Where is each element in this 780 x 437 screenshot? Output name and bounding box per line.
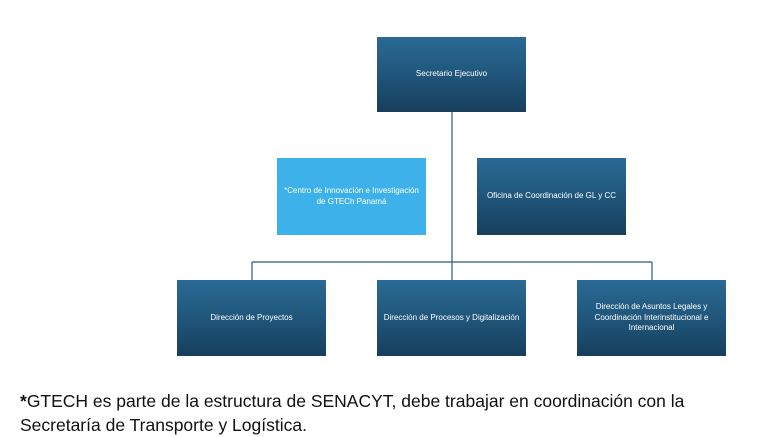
- node-direccion-asuntos-legales: Dirección de Asuntos Legales y Coordinac…: [577, 280, 726, 356]
- node-centro-innovacion-label: *Centro de Innovación e Investigación de…: [284, 185, 419, 206]
- node-direccion-procesos: Dirección de Procesos y Digitalización: [377, 280, 526, 356]
- node-secretario-ejecutivo: Secretario Ejecutivo: [377, 37, 526, 112]
- node-secretario-ejecutivo-label: Secretario Ejecutivo: [415, 69, 488, 79]
- node-direccion-procesos-label: Dirección de Procesos y Digitalización: [383, 312, 520, 322]
- node-direccion-proyectos-label: Dirección de Proyectos: [210, 312, 293, 322]
- node-oficina-coordinacion-label: Oficina de Coordinación de GL y CC: [486, 191, 617, 201]
- node-oficina-coordinacion: Oficina de Coordinación de GL y CC: [477, 158, 626, 235]
- node-centro-innovacion: *Centro de Innovación e Investigación de…: [277, 158, 426, 235]
- footnote-marker: *: [20, 391, 27, 411]
- node-direccion-proyectos: Dirección de Proyectos: [177, 280, 326, 356]
- footnote: *GTECH es parte de la estructura de SENA…: [20, 389, 765, 437]
- footnote-text: GTECH es parte de la estructura de SENAC…: [20, 391, 685, 435]
- node-direccion-asuntos-legales-label: Dirección de Asuntos Legales y Coordinac…: [594, 301, 709, 333]
